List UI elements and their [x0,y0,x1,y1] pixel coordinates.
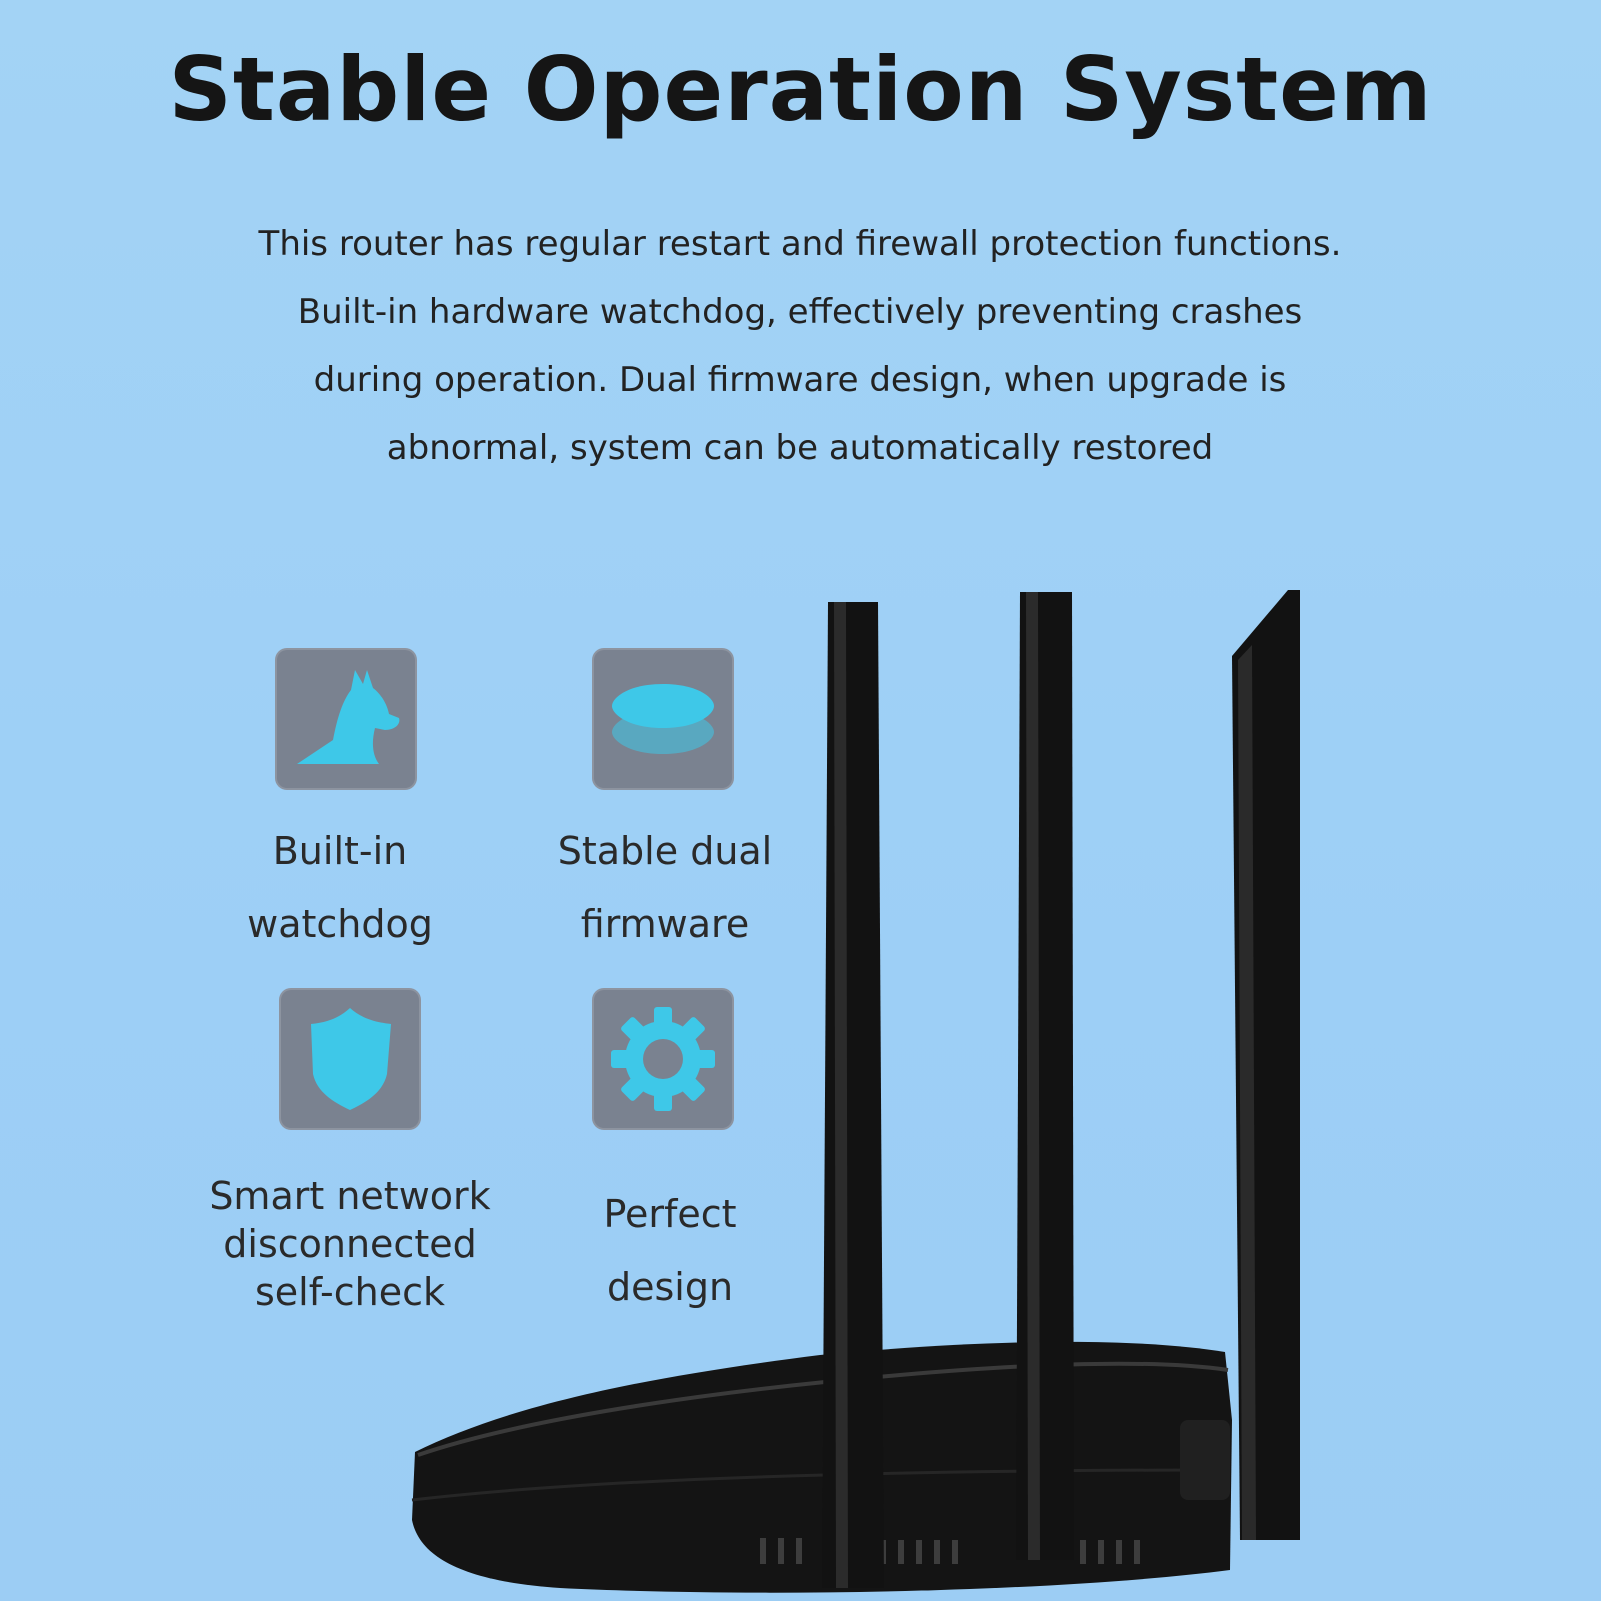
gear-icon [611,1007,715,1111]
feature-tile-self-check [279,988,421,1130]
page-title: Stable Operation System [168,38,1433,141]
description-line: Built-in hardware watchdog, effectively … [297,292,1303,332]
feature-tile-perfect-design [592,988,734,1130]
feature-label-self-check: Smart network disconnected self-check [209,1174,491,1314]
feature-label-watchdog: Built-in watchdog [247,829,433,946]
feature-label-dual-firmware: Stable dual firmware [557,829,773,946]
description-line: This router has regular restart and fire… [258,224,1342,264]
feature-tile-dual-firmware [592,648,734,790]
dog-icon [297,670,400,764]
description-line: abnormal, system can be automatically re… [386,428,1214,468]
description: This router has regular restart and fire… [150,210,1450,482]
shield-icon [311,1008,391,1110]
layers-icon [612,684,714,754]
feature-tile-watchdog [275,648,417,790]
description-line: during operation. Dual firmware design, … [313,360,1287,400]
feature-label-perfect-design: Perfect design [603,1192,737,1309]
